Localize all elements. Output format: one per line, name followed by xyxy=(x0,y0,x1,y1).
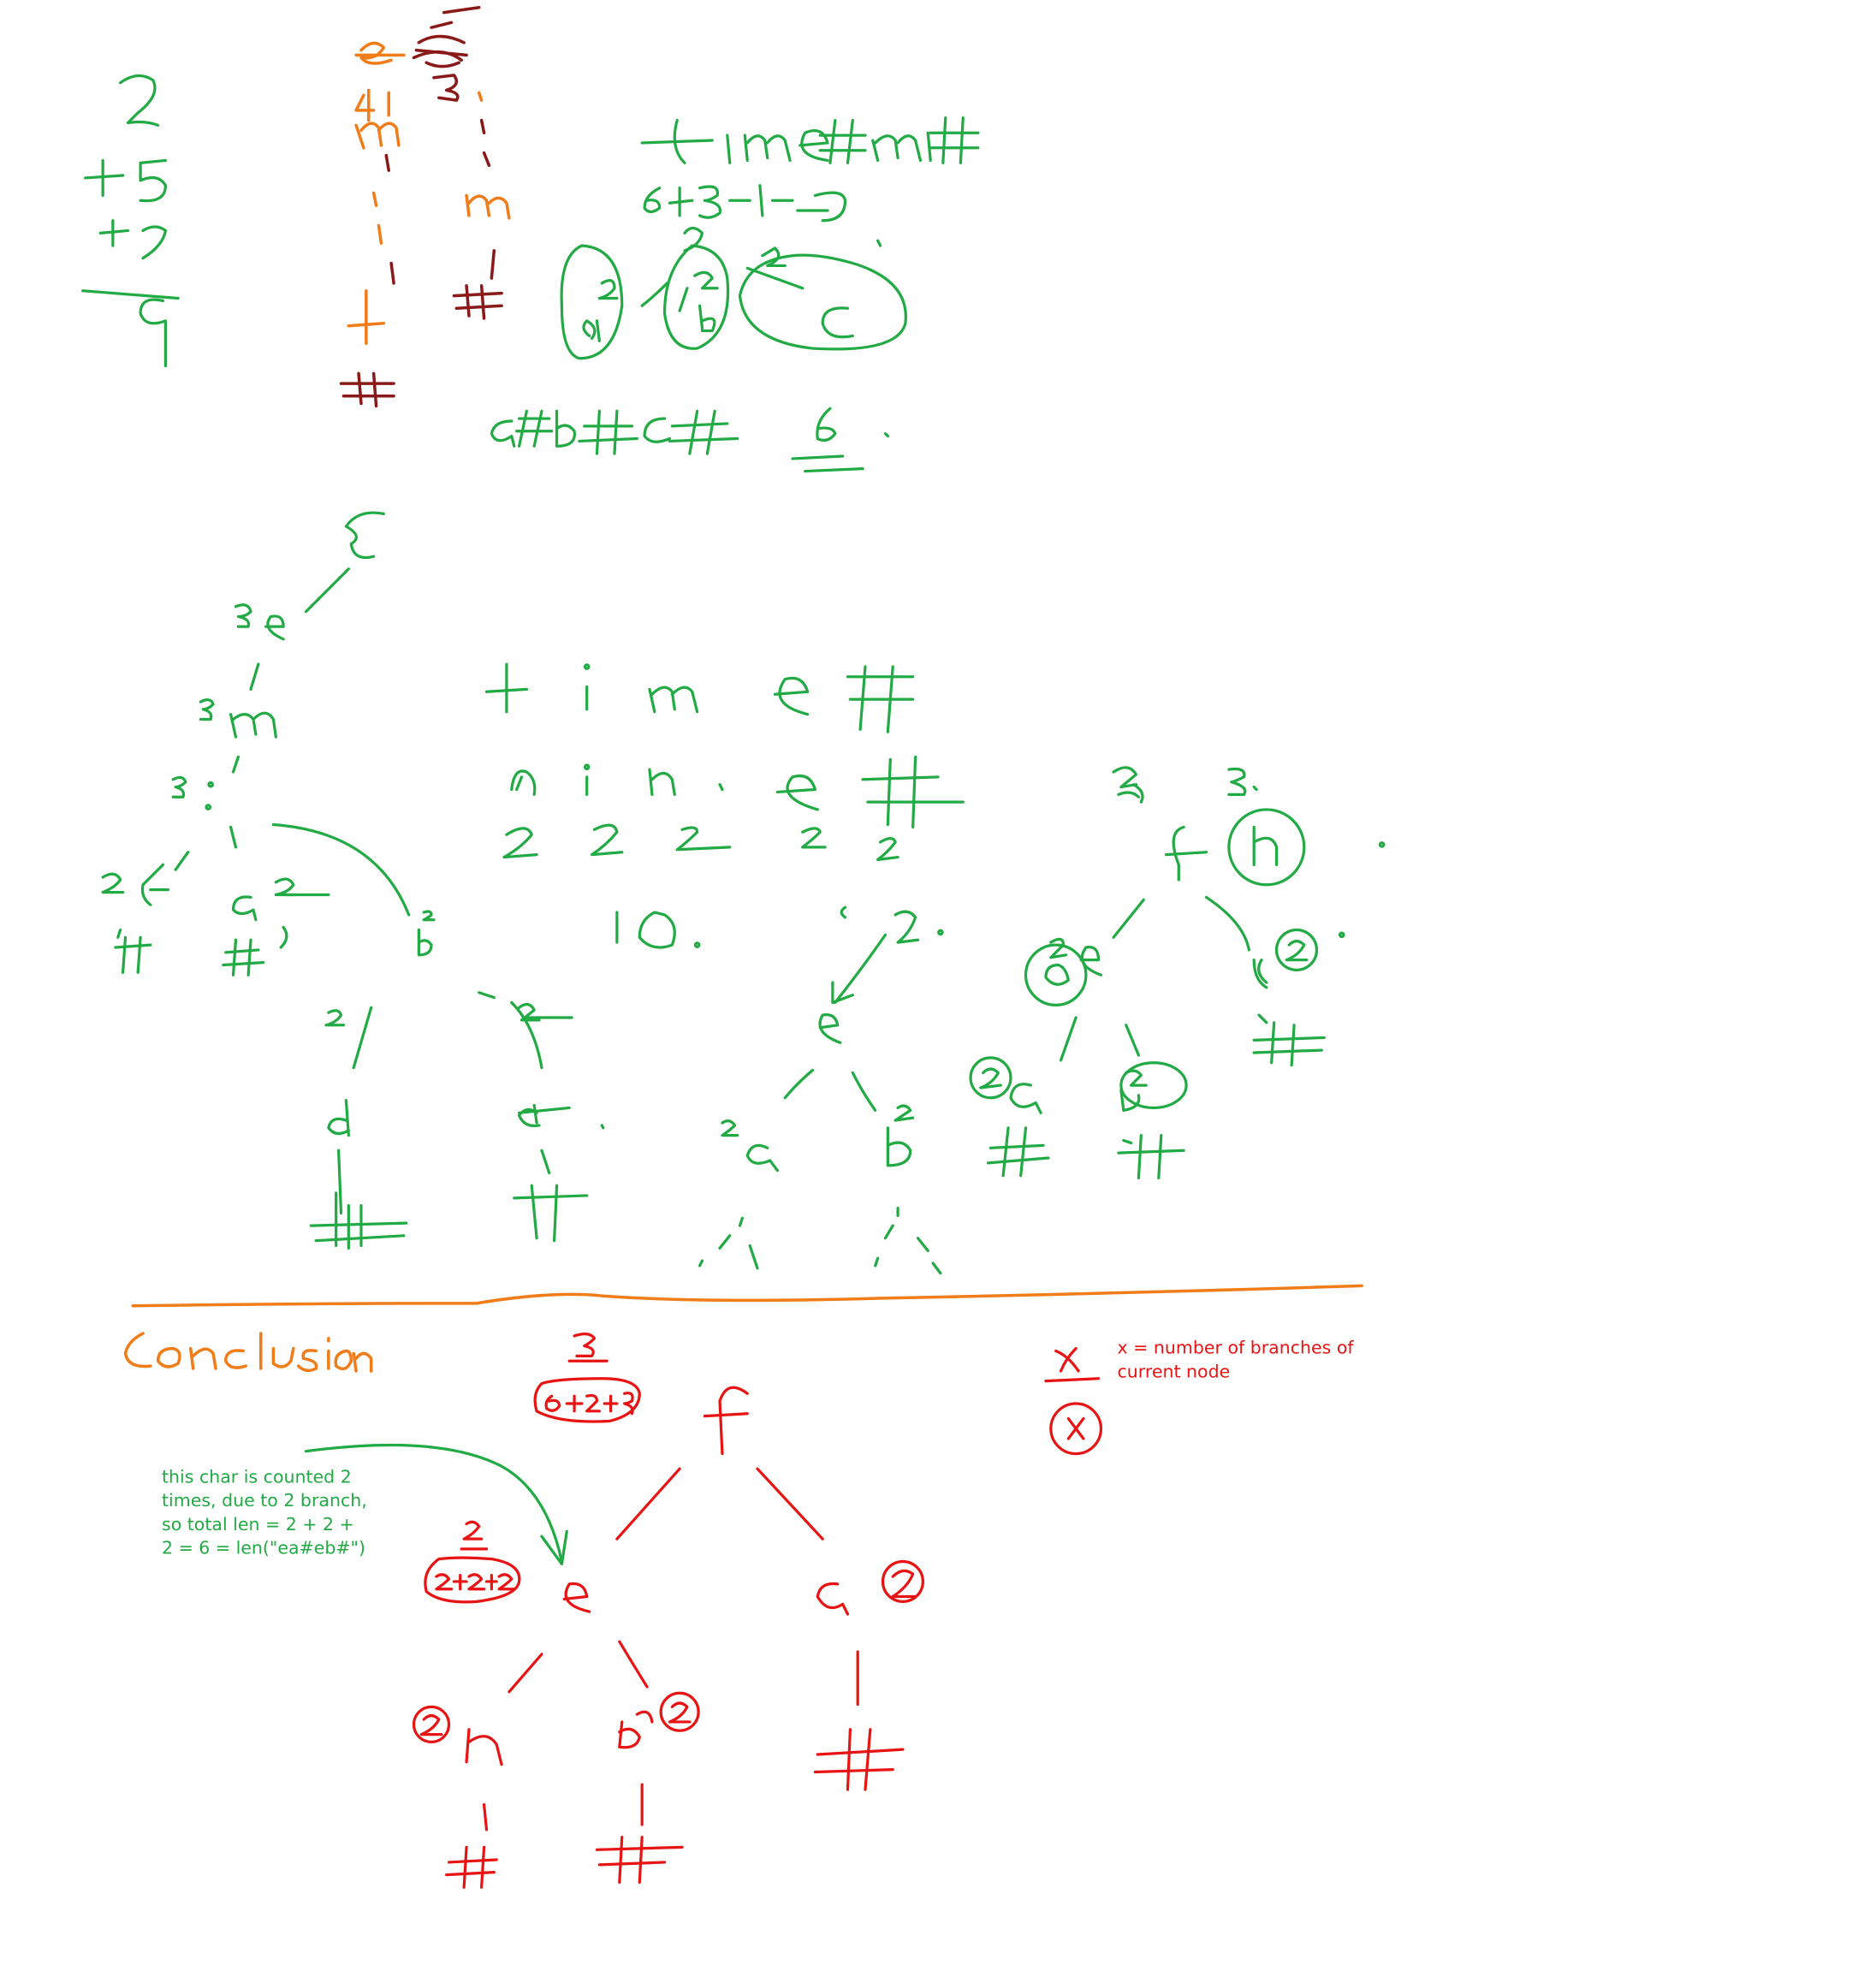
middle-tree-scribble xyxy=(101,511,605,1250)
top-chain-darkred xyxy=(339,6,503,408)
arrow-to-e xyxy=(304,1443,568,1566)
top-words-scribble xyxy=(640,116,980,164)
middle-small-tree-scribble xyxy=(698,905,944,1275)
legend-note: x = number of branches of current node xyxy=(1117,1338,1354,1383)
top-sum-scribble xyxy=(643,184,847,223)
legend-symbol xyxy=(1044,1346,1103,1456)
middle-words-scribble xyxy=(484,662,965,949)
top-chain-orange xyxy=(347,41,511,345)
right-tree-scribble xyxy=(969,766,1386,1180)
conclusion-tree-scribble xyxy=(412,1333,924,1889)
conclusion-divider xyxy=(123,1284,1363,1373)
left-sum-scribble xyxy=(81,74,180,368)
top-circles-scribble xyxy=(560,226,907,360)
encoded-string-scribble xyxy=(490,407,889,473)
branch-count-note: this char is counted 2 times, due to 2 b… xyxy=(162,1467,367,1559)
